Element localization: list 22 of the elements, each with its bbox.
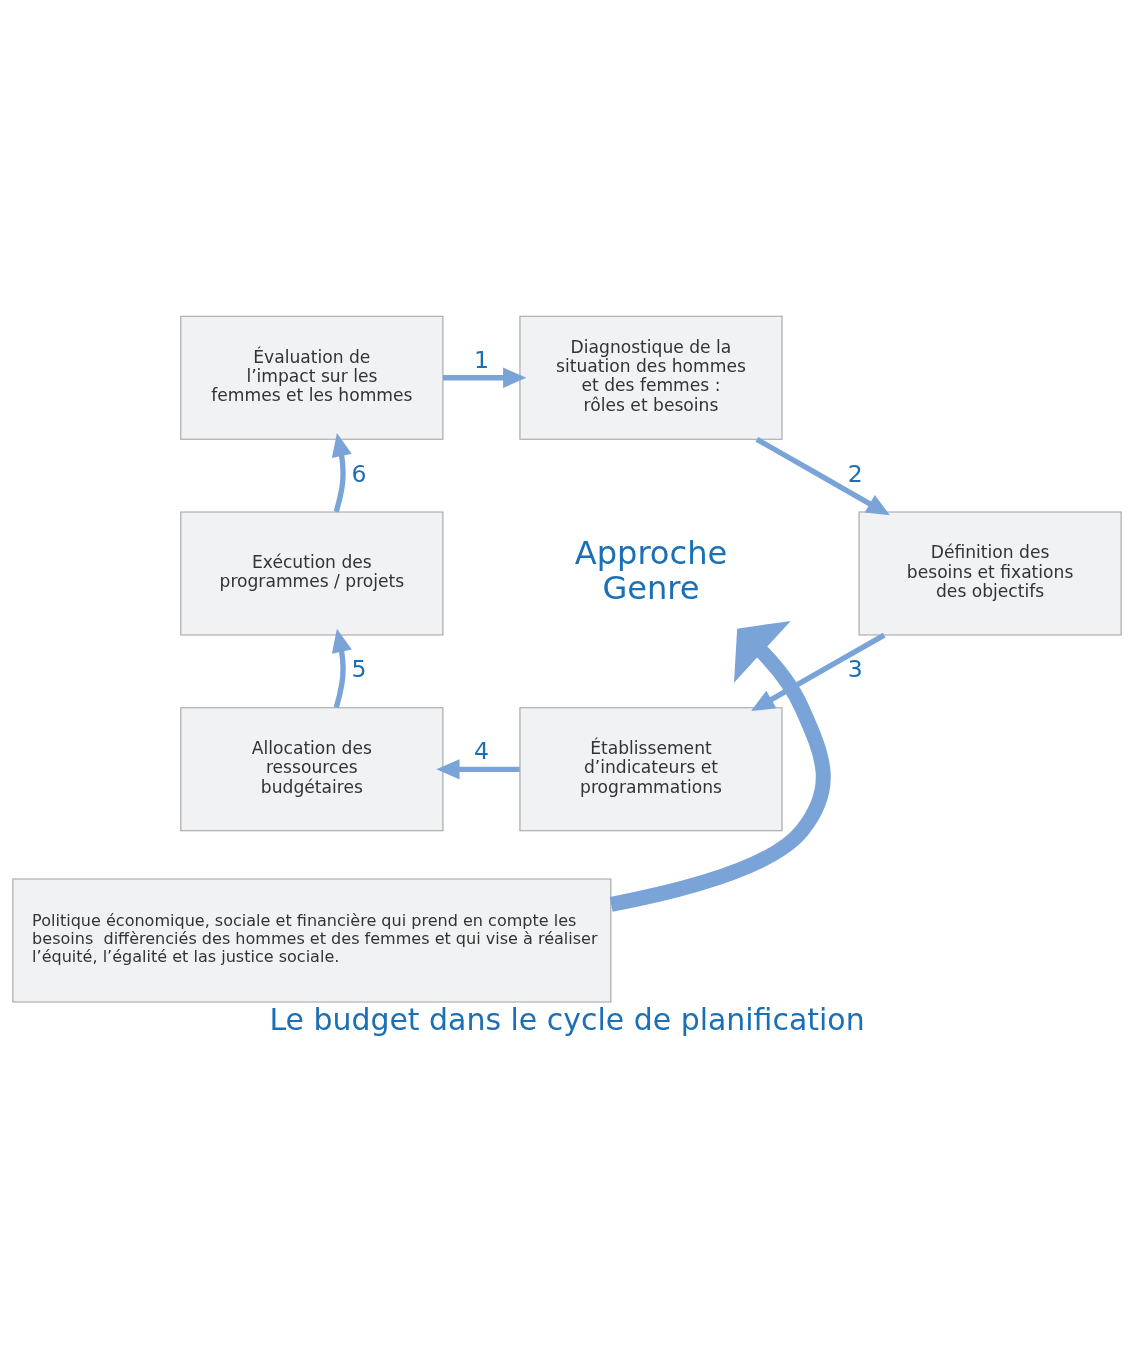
arrow [331,628,352,709]
node-box: Exécution des programmes / projets [180,511,444,636]
caption: Le budget dans le cycle de planification [269,1002,865,1038]
edge-label: 3 [847,655,863,684]
node-text: Approche Genre [574,533,728,608]
arrow [609,620,831,912]
arrow [331,433,352,513]
edge-label: 6 [351,459,367,488]
node-box: Politique économique, sociale et financière qui prend en compte les besoins diffèrenciés des hommes et des femmes et qui vise à réaliser l’équité, l’égalité et las justice sociale. [12,878,612,1003]
edge-label: 2 [847,459,863,488]
arrow [751,632,886,712]
arrow [442,367,527,388]
arrow [436,759,520,780]
edge-label: 4 [473,737,489,766]
node-box: Diagnostique de la situation des hommes et des femmes : rôles et besoins [519,315,783,440]
edge-label: 5 [351,655,367,684]
arrow [755,437,890,516]
node-box: Définition des besoins et fixations des objectifs [858,511,1122,636]
node-box: Évaluation de l’impact sur les femmes et les hommes [180,315,444,440]
node-box: Allocation des ressources budgétaires [180,707,444,832]
node-box: Établissement d’indicateurs et programmations [519,707,783,832]
edge-label: 1 [473,345,489,374]
